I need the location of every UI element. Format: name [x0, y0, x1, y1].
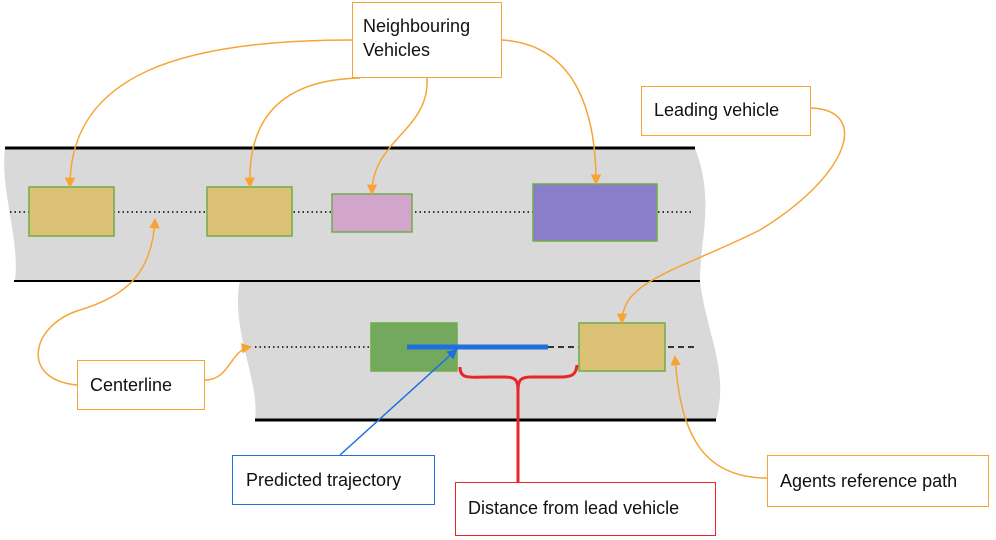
- neighbouring-vehicle-2: [206, 186, 293, 237]
- arrow-to-vehicle-4: [501, 39, 602, 186]
- neighbouring-label-line1: Neighbouring: [363, 16, 471, 36]
- arrow-to-leading-vehicle: [616, 107, 846, 325]
- arrow-to-vehicle-2: [244, 77, 361, 189]
- arrow-to-vehicle-1: [64, 39, 353, 189]
- neighbouring-vehicle-4: [532, 183, 658, 242]
- arrow-centerline-lower: [204, 343, 253, 381]
- agents-reference-path-label: Agents reference path: [767, 455, 989, 507]
- arrow-to-vehicle-3: [366, 77, 428, 196]
- centerline-label: Centerline: [77, 360, 205, 410]
- arrow-to-predicted-trajectory: [339, 348, 458, 456]
- neighbouring-vehicle-3: [331, 193, 413, 233]
- arrow-to-reference-path: [670, 354, 768, 479]
- neighbouring-vehicles-label: Neighbouring Vehicles: [352, 2, 502, 78]
- neighbouring-label-line2: Vehicles: [363, 40, 431, 60]
- leading-vehicle-label: Leading vehicle: [641, 86, 811, 136]
- arrow-centerline-upper: [37, 217, 160, 386]
- leading-vehicle: [578, 322, 666, 372]
- neighbouring-vehicle-1: [28, 186, 115, 237]
- lower-lane: [237, 280, 721, 420]
- distance-from-lead-label: Distance from lead vehicle: [455, 482, 716, 536]
- predicted-trajectory-label: Predicted trajectory: [232, 455, 435, 505]
